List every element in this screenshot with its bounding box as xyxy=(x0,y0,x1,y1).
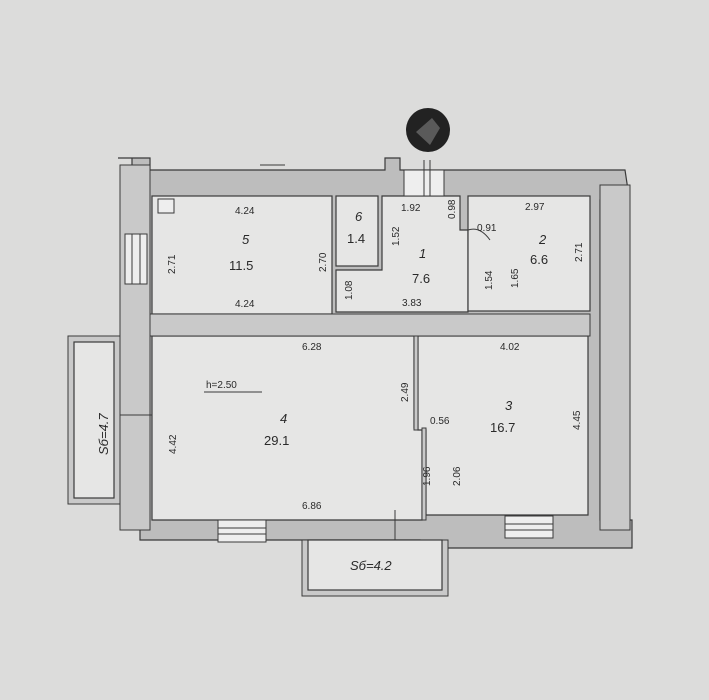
dim-r5-bottom: 4.24 xyxy=(235,299,255,310)
dim-r3-left: 2.06 xyxy=(452,466,463,486)
room-2-area: 6.6 xyxy=(530,252,548,267)
door-arc xyxy=(467,228,491,241)
dim-r1-top2: 0.98 xyxy=(447,199,458,219)
room-5-number: 5 xyxy=(242,232,250,247)
room-6-area: 1.4 xyxy=(347,231,365,246)
balcony-bottom-inner xyxy=(307,539,443,591)
room-5-area: 11.5 xyxy=(229,258,253,273)
room-5 xyxy=(151,195,333,315)
room-2-number: 2 xyxy=(538,232,547,247)
dim-r4-right-top: 2.49 xyxy=(400,382,411,402)
dim-r4-bottom: 6.86 xyxy=(302,501,322,512)
compass-arrow-icon xyxy=(416,118,440,145)
wall-4-3b xyxy=(421,427,427,521)
dim-r5-right: 2.70 xyxy=(318,252,329,272)
dim-r1-door: 0.91 xyxy=(477,223,497,234)
dim-r4-top: 6.28 xyxy=(302,342,322,353)
room-3-area: 16.7 xyxy=(490,420,515,435)
dim-r3-right: 4.45 xyxy=(572,410,583,430)
dim-r3-step: 0.56 xyxy=(430,416,450,427)
right-wall xyxy=(599,184,631,531)
room-6-number: 6 xyxy=(355,209,363,224)
left-window xyxy=(124,233,148,285)
room-1-number: 1 xyxy=(419,246,426,261)
room-4-area: 29.1 xyxy=(264,433,289,448)
ceiling-height: h=2.50 xyxy=(206,380,237,391)
dim-r4-left: 4.42 xyxy=(168,434,179,454)
balcony-left-inner xyxy=(73,341,115,499)
dim-r1-right: 1.54 xyxy=(484,270,495,290)
bottom-window-1 xyxy=(217,519,267,543)
left-wall xyxy=(119,164,151,531)
dim-r5-top: 4.24 xyxy=(235,206,255,217)
room-3-number: 3 xyxy=(505,398,513,413)
room-4-number: 4 xyxy=(280,411,287,426)
dim-r2-top: 2.97 xyxy=(525,202,545,213)
vent-box xyxy=(157,198,175,214)
room-1-area: 7.6 xyxy=(412,271,430,286)
room-4 xyxy=(151,335,423,521)
dim-r2-right: 2.71 xyxy=(574,242,585,262)
dim-r5-left: 2.71 xyxy=(167,254,178,274)
balcony-left-label: Sб=4.7 xyxy=(96,413,111,455)
room-2 xyxy=(467,195,591,312)
wall-4-3 xyxy=(413,335,419,431)
dim-r3-top: 4.02 xyxy=(500,342,520,353)
dim-r1-left: 1.08 xyxy=(344,280,355,300)
dim-r6-side: 1.52 xyxy=(391,226,402,246)
dim-r4-right-bottom: 1.96 xyxy=(422,466,433,486)
dim-r2-left: 1.65 xyxy=(510,268,521,288)
dim-r1-bottom: 3.83 xyxy=(402,298,422,309)
balcony-bottom-label: Sб=4.2 xyxy=(350,558,392,573)
dim-r1-top: 1.92 xyxy=(401,203,421,214)
bottom-window-2 xyxy=(504,515,554,539)
mid-wall xyxy=(149,313,591,337)
room-6 xyxy=(335,195,379,267)
